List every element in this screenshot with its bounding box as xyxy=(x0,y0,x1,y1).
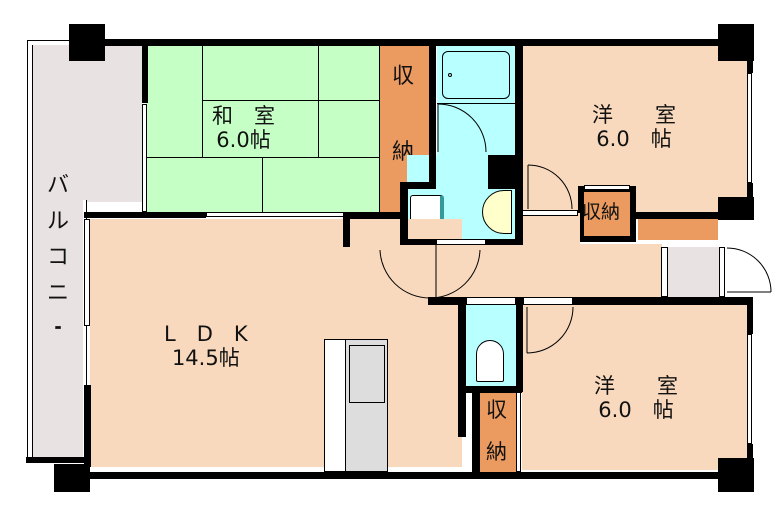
wall-ldk-west xyxy=(84,385,91,467)
storage-youshitsu-north[interactable] xyxy=(578,186,636,242)
wall-east xyxy=(747,298,753,334)
wall-east xyxy=(747,444,753,474)
wall-storage-small xyxy=(343,212,407,219)
wall-toilet-east xyxy=(516,297,523,392)
storage-label-top: 収 xyxy=(486,398,507,422)
wall-hall-south xyxy=(573,297,753,305)
room-name: 和 室 xyxy=(212,104,275,128)
balcony-bottom-rail xyxy=(26,457,90,463)
storage-south-door xyxy=(516,392,521,472)
door-arc-entrance xyxy=(726,247,772,293)
wall-hall-south xyxy=(428,297,468,305)
door-hall-toilet[interactable] xyxy=(466,297,516,305)
balcony-char: バ xyxy=(46,173,69,198)
wall-storage-east xyxy=(429,45,436,185)
tatami-line xyxy=(262,157,263,212)
bathtub-drain-icon xyxy=(448,73,452,77)
room-label-youshitsu-south: 洋 室 6.0 帖 xyxy=(594,374,678,422)
wall-north xyxy=(85,39,753,46)
ldk-balcony-window xyxy=(84,219,90,326)
room-name: 洋 室 xyxy=(592,103,676,127)
bathtub-icon xyxy=(442,51,510,99)
room-label-ldk: L D K 14.5帖 xyxy=(164,322,248,370)
column xyxy=(69,24,105,61)
balcony-char: コ xyxy=(46,245,69,270)
washitsu-balcony-window xyxy=(142,104,147,212)
wall-washitsu-west xyxy=(142,45,148,103)
storage-label-top: 収 xyxy=(392,64,415,89)
column xyxy=(718,197,754,220)
storage-strip-right xyxy=(638,218,718,240)
wall-east xyxy=(747,45,753,73)
entrance-door-opening[interactable] xyxy=(719,247,725,297)
room-size: 6.0 帖 xyxy=(596,127,672,152)
kitchen-counter-edge xyxy=(324,339,346,472)
tatami-line xyxy=(202,100,379,101)
youshitsu-north-window xyxy=(747,73,752,183)
toilet-icon xyxy=(476,340,504,382)
balcony-char: ー xyxy=(54,317,62,342)
hallway-east xyxy=(520,213,580,245)
entrance-step xyxy=(661,247,668,297)
tatami-line xyxy=(318,45,319,157)
room-size: 6.0帖 xyxy=(216,128,271,153)
kitchen-sink-icon xyxy=(349,345,385,403)
balcony-char: ニ xyxy=(46,281,69,306)
room-label-youshitsu-north: 洋 室 6.0 帖 xyxy=(592,103,676,151)
wall-bath-block xyxy=(488,155,522,189)
balcony-char: ル xyxy=(46,209,69,234)
door-hall-washroom[interactable] xyxy=(436,239,486,245)
sink-icon xyxy=(482,190,512,234)
wall-washroom-north xyxy=(400,182,436,189)
balcony-floor-lower-fill xyxy=(32,200,83,462)
youshitsu-south-window xyxy=(747,334,752,444)
wall-toilet-south xyxy=(458,386,522,393)
column xyxy=(54,464,90,492)
storage-youshitsu-south[interactable] xyxy=(480,392,516,472)
room-ldk-east xyxy=(345,240,462,300)
wall-toilet-west xyxy=(458,297,466,437)
room-size: 14.5帖 xyxy=(171,346,240,371)
door-hall-youshitsu-north[interactable] xyxy=(522,210,578,216)
balcony-floor xyxy=(32,45,142,202)
tatami-line xyxy=(202,45,203,157)
storage-label: 収納 xyxy=(582,201,621,223)
entrance[interactable] xyxy=(667,247,719,297)
wall-ldk-north xyxy=(84,212,206,218)
bath-divider xyxy=(437,103,517,104)
wall-youshitsu-north-south xyxy=(636,212,720,219)
room-name: L D K xyxy=(164,322,248,346)
room-size: 6.0 帖 xyxy=(598,398,674,423)
wall-bath-east xyxy=(515,45,523,245)
room-name: 洋 室 xyxy=(594,374,678,398)
storage-label-bottom: 納 xyxy=(486,440,507,464)
wall-east xyxy=(747,183,753,220)
door-hall-youshitsu-south[interactable] xyxy=(523,297,573,305)
wall-south xyxy=(88,472,750,479)
room-label-washitsu: 和 室 6.0帖 xyxy=(212,104,275,152)
balcony-label: バ ル コ ニ ー xyxy=(38,168,78,348)
wall-storage-south-west xyxy=(472,386,480,474)
wall-storage-small-west xyxy=(343,212,350,247)
door-storage-north[interactable] xyxy=(584,185,630,190)
